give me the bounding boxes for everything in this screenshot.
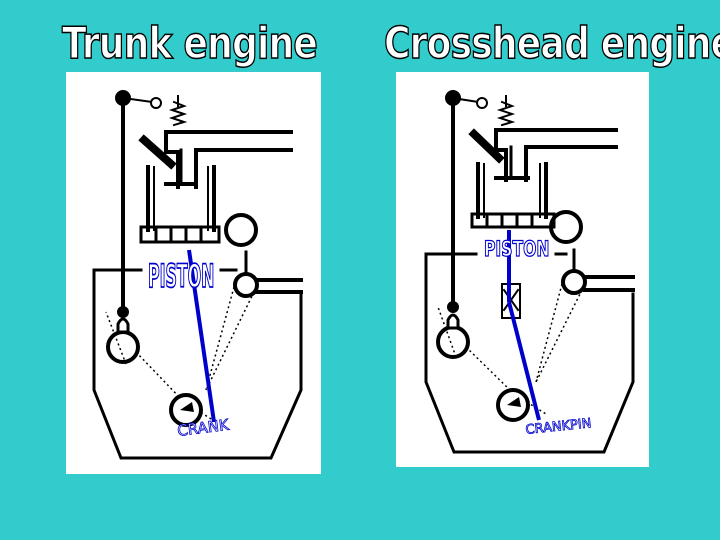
camshaft [106, 330, 140, 364]
piston-label: PISTON [148, 258, 214, 295]
trunk-engine-drawing: PISTON CRANK [92, 90, 303, 460]
connecting-rod [187, 249, 216, 423]
crankpin-label: CRANKPIN [525, 416, 592, 438]
trunk-engine-diagram: PISTON CRANK [66, 72, 321, 474]
injector [138, 134, 177, 170]
crosshead-engine-title: Crosshead engine [383, 17, 720, 70]
air-inlet-circle [224, 213, 258, 247]
trunk-engine-title: Trunk engine [61, 17, 318, 70]
piston-label: PISTON [484, 238, 549, 262]
crosshead-engine-drawing: PISTON CRANKPIN [424, 90, 635, 454]
crosshead-engine-diagram: PISTON CRANKPIN [396, 72, 649, 467]
connecting-rod [507, 301, 541, 421]
valve-spring [168, 100, 188, 127]
